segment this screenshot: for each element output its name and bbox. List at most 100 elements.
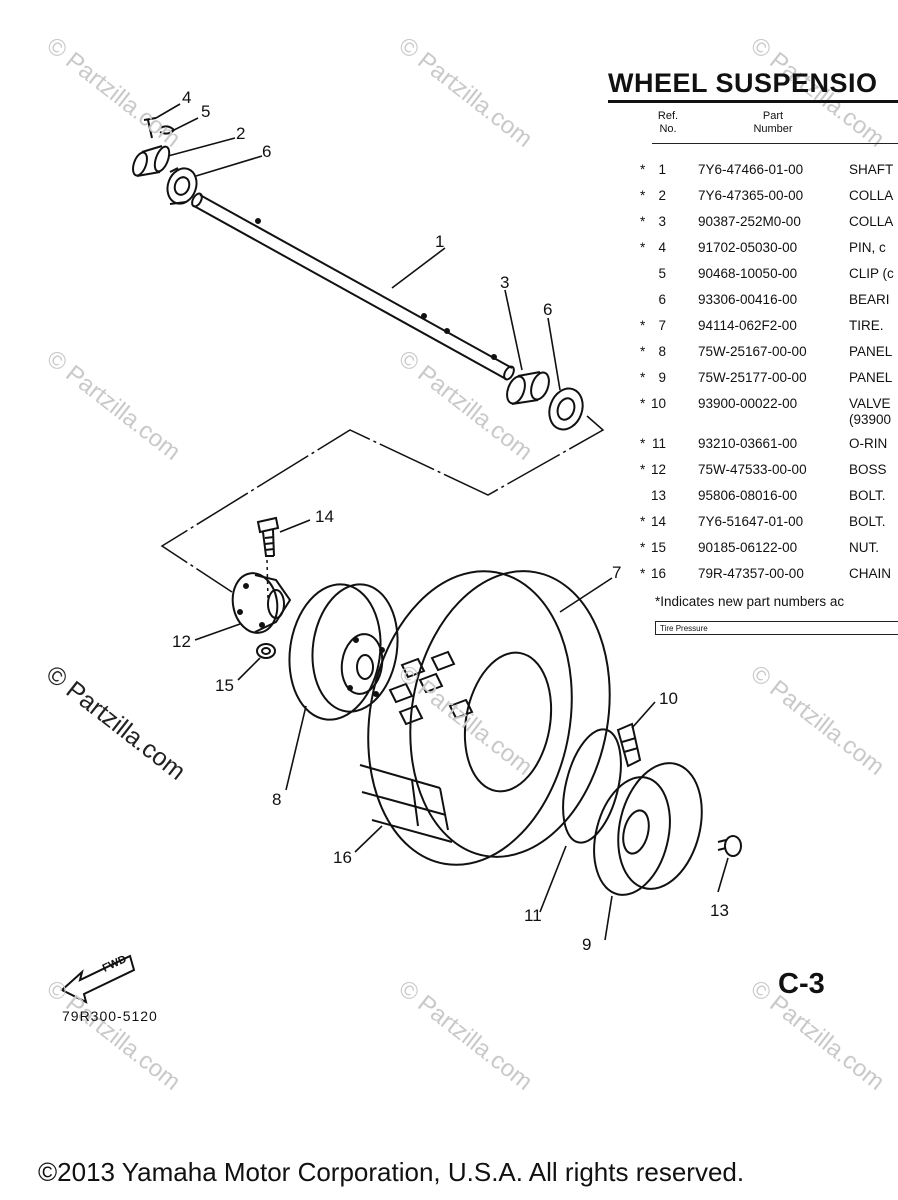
- section-code: C-3: [778, 968, 825, 1000]
- o-ring: [562, 728, 622, 844]
- callout: 6: [262, 142, 272, 161]
- header-part: Part Number: [753, 110, 793, 135]
- row-description: BOLT.: [849, 488, 886, 503]
- callout: 15: [215, 676, 234, 695]
- row-description: BOSS: [849, 462, 887, 477]
- row-description: NUT.: [849, 540, 879, 555]
- callout: 12: [172, 632, 191, 651]
- callout: 2: [236, 124, 246, 143]
- callout: 3: [500, 273, 510, 292]
- row-ref: 5: [658, 266, 666, 281]
- bearing-left: [166, 167, 198, 205]
- row-star: *: [640, 214, 646, 229]
- row-description: O-RIN: [849, 436, 888, 451]
- row-part-number: 90185-06122-00: [698, 540, 798, 555]
- pin: [143, 117, 157, 139]
- row-part-number: 93900-00022-00: [698, 396, 798, 411]
- row-description: VALVE: [849, 396, 891, 411]
- row-star: *: [640, 436, 646, 451]
- callout: 9: [582, 935, 592, 954]
- row-description: CHAIN: [849, 566, 892, 581]
- row-ref: 2: [658, 188, 666, 203]
- callout: 6: [543, 300, 553, 319]
- row-description: COLLA: [849, 188, 894, 203]
- row-description: BOLT.: [849, 514, 886, 529]
- row-part-number: 79R-47357-00-00: [698, 566, 804, 581]
- row-part-number: 75W-47533-00-00: [698, 462, 807, 477]
- row-ref: 3: [658, 214, 666, 229]
- row-star: *: [640, 566, 646, 581]
- row-star: *: [640, 188, 646, 203]
- row-part-number: 95806-08016-00: [698, 488, 798, 503]
- callout: 16: [333, 848, 352, 867]
- axle-shaft: [191, 192, 515, 381]
- row-star: *: [640, 514, 646, 529]
- row-ref: 4: [658, 240, 666, 255]
- row-part-number: 7Y6-47466-01-00: [698, 162, 804, 177]
- row-star: *: [640, 240, 646, 255]
- row-part-number: 7Y6-47365-00-00: [698, 188, 804, 203]
- row-ref: 12: [650, 462, 666, 477]
- fwd-arrow: [60, 954, 136, 1004]
- row-ref: 15: [650, 540, 666, 555]
- bolt-13: [717, 835, 742, 857]
- row-description: BEARI: [849, 292, 890, 307]
- row-ref: 1: [658, 162, 666, 177]
- row-ref: 8: [658, 344, 666, 359]
- callout: 1: [435, 232, 445, 251]
- collar-right: [506, 371, 550, 405]
- row-part-number: 93210-03661-00: [698, 436, 798, 451]
- row-star: *: [640, 318, 646, 333]
- row-ref: 6: [658, 292, 666, 307]
- tire-pressure-box: Tire Pressure: [655, 621, 898, 635]
- row-star: *: [640, 344, 646, 359]
- bearing-right: [548, 387, 584, 431]
- row-part-number: 75W-25167-00-00: [698, 344, 807, 359]
- row-star: *: [640, 540, 646, 555]
- row-description: COLLA: [849, 214, 894, 229]
- callout: 10: [659, 689, 678, 708]
- assembly-line: [160, 415, 605, 593]
- row-description: PANEL: [849, 344, 893, 359]
- parts-diagram: [60, 103, 742, 1004]
- valve: [616, 722, 642, 768]
- diagram-code: 79R300-5120: [62, 1008, 158, 1024]
- row-part-number: 93306-00416-00: [698, 292, 798, 307]
- row-part-number: 94114-062F2-00: [698, 318, 797, 333]
- wheel-panel-inner: [288, 583, 399, 721]
- row-part-number: 7Y6-51647-01-00: [698, 514, 804, 529]
- header-rule: [652, 143, 898, 144]
- row-ref: 7: [658, 318, 666, 333]
- copyright: ©2013 Yamaha Motor Corporation, U.S.A. A…: [38, 1157, 745, 1187]
- nut-15: [256, 643, 276, 659]
- tire-chain: [359, 764, 453, 843]
- callout: 7: [612, 563, 622, 582]
- row-part-number: 91702-05030-00: [698, 240, 798, 255]
- footnote: *Indicates new part numbers ac: [655, 594, 845, 609]
- header-ref: Ref. No.: [657, 110, 679, 135]
- row-description: SHAFT: [849, 162, 894, 177]
- callout: 11: [524, 906, 542, 925]
- callout: 8: [272, 790, 282, 809]
- callout: 14: [315, 507, 334, 526]
- row-description-extra: (93900: [849, 412, 892, 427]
- tire: [367, 570, 611, 866]
- row-ref: 13: [650, 488, 666, 503]
- row-description: PANEL: [849, 370, 893, 385]
- collar-left: [132, 145, 171, 177]
- row-part-number: 90468-10050-00: [698, 266, 798, 281]
- callout: 13: [710, 901, 729, 920]
- row-ref: 11: [651, 436, 666, 451]
- row-ref: 14: [650, 514, 666, 529]
- row-ref: 10: [650, 396, 666, 411]
- callout: 5: [201, 102, 211, 121]
- hub-boss: [231, 572, 292, 634]
- title-rule: [608, 100, 898, 103]
- row-ref: 9: [658, 370, 666, 385]
- row-star: *: [640, 396, 646, 411]
- row-star: *: [640, 162, 646, 177]
- page-title: WHEEL SUSPENSIO: [608, 68, 878, 98]
- row-ref: 16: [650, 566, 666, 581]
- bolt-14: [256, 516, 280, 557]
- row-star: *: [640, 370, 646, 385]
